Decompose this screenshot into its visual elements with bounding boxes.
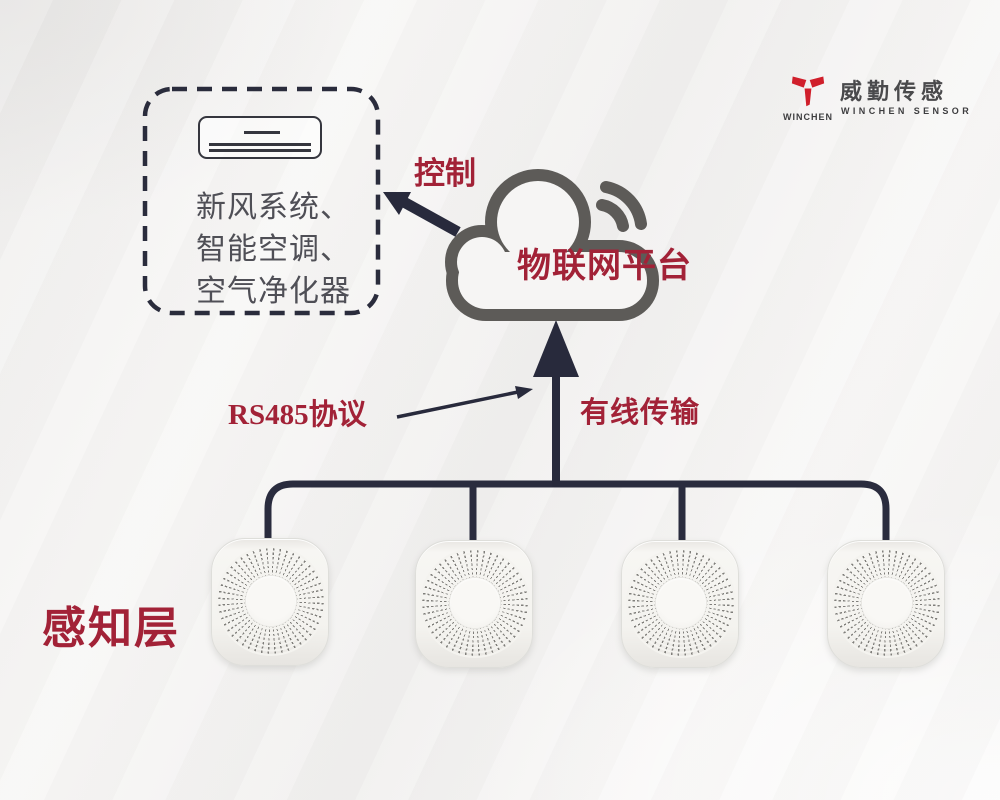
sensor-device-3 <box>621 540 739 668</box>
cloud-icon <box>445 169 659 321</box>
protocol-arrow-icon <box>396 390 519 419</box>
iot-platform-label: 物联网平台 <box>517 248 692 285</box>
sensor-bus-wire <box>264 480 890 548</box>
appliance-group-box <box>142 86 381 316</box>
brand-name-en: WINCHEN SENSOR <box>841 106 973 116</box>
ac-vent-line-2 <box>209 149 311 152</box>
perception-layer-label: 感知层 <box>42 604 180 653</box>
sensor-device-2 <box>415 540 533 668</box>
sensor-center-button <box>450 578 500 628</box>
appliance-line-3: 空气净化器 <box>196 275 351 308</box>
sensor-center-button <box>862 578 912 628</box>
ac-display-line <box>244 131 280 134</box>
air-conditioner-icon <box>198 116 322 159</box>
protocol-arrowhead-icon <box>515 386 533 399</box>
transmission-label: 有线传输 <box>580 397 701 429</box>
brand-logo: WINCHEN 威勤传感 WINCHEN SENSOR <box>778 72 969 124</box>
appliance-list: 新风系统、 智能空调、 空气净化器 <box>196 187 376 313</box>
protocol-label: RS485协议 <box>228 399 367 431</box>
uplink-arrowhead-icon <box>533 320 579 377</box>
appliance-line-1: 新风系统、 <box>196 191 351 224</box>
cloud-signal-icon <box>596 181 647 232</box>
control-label: 控制 <box>414 156 476 191</box>
sensor-center-button <box>656 578 706 628</box>
ac-vent-line-1 <box>209 143 311 146</box>
brand-name-cn: 威勤传感 <box>840 79 949 104</box>
control-arrow-icon <box>399 196 461 237</box>
appliance-line-2: 智能空调、 <box>196 233 351 266</box>
logo-caption: WINCHEN <box>783 112 833 122</box>
winchen-logo-mark-icon <box>791 76 825 107</box>
control-arrowhead-icon <box>383 192 411 215</box>
sensor-device-1 <box>211 538 329 666</box>
sensor-center-button <box>246 576 296 626</box>
sensor-device-4 <box>827 540 945 668</box>
